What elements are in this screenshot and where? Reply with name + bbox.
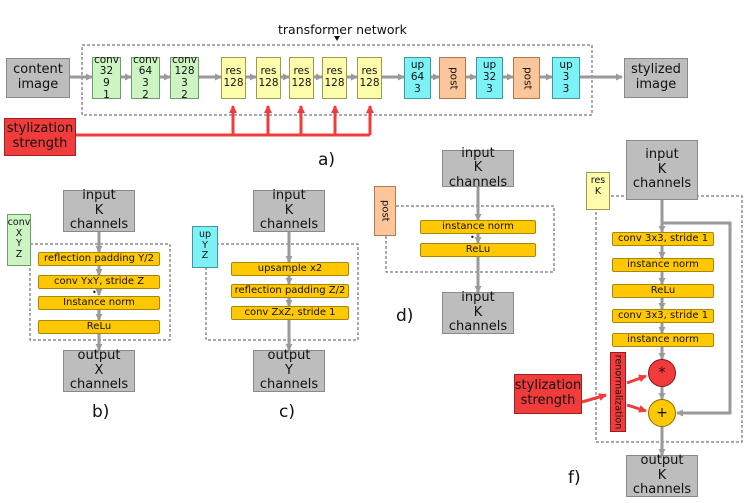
red-arrows	[76, 105, 647, 413]
d-step-0: instance norm	[420, 220, 536, 234]
c-input-box: input K channels	[253, 188, 325, 232]
pipeline-block-res-5: res 128	[289, 57, 314, 99]
pipeline-block-conv-2: conv 128 3 2	[170, 53, 199, 101]
b-step-3: ReLu	[38, 320, 160, 334]
d-input-box: input K channels	[442, 146, 514, 190]
transformer-frame	[81, 44, 593, 116]
pipeline-block-conv-0: conv 32 9 1	[92, 53, 121, 101]
pipeline-block-conv-1: conv 64 3 2	[131, 53, 160, 101]
multiply-node: *	[648, 359, 676, 387]
stylization-strength-box: stylization strength	[4, 118, 76, 156]
d-dot: •	[470, 233, 475, 242]
renormalization-box: renormalization	[610, 352, 626, 432]
arrow-f-skip	[662, 221, 732, 417]
b-step-1: conv YxY, stride Z	[38, 275, 160, 289]
c-output-box: output Y channels	[253, 348, 325, 392]
add-node: +	[648, 399, 676, 427]
pipeline-block-res-3: res 128	[221, 57, 246, 99]
b-input-box: input K channels	[63, 188, 135, 232]
red-arrow-renorm	[581, 393, 607, 404]
b-step-2: Instance norm	[38, 296, 160, 310]
c-step-0: upsample x2	[231, 262, 349, 276]
gray-arrows	[70, 73, 732, 456]
pipeline-block-res-6: res 128	[322, 57, 347, 99]
caption-f: f)	[568, 468, 581, 488]
stylized-image-box: stylized image	[624, 58, 688, 98]
red-arrow-add	[626, 403, 647, 413]
f-step-4: instance norm	[612, 333, 714, 347]
c-step-2: conv ZxZ, stride 1	[231, 306, 349, 320]
pipeline-block-up-8: up 64 3	[404, 57, 431, 99]
caption-b: b)	[92, 402, 110, 422]
d-output-box: input K channels	[442, 290, 514, 334]
d-step-1: ReLu	[420, 243, 536, 257]
red-arrow-mult	[626, 374, 647, 385]
pipeline-block-up-12: up 3 3	[552, 57, 580, 99]
pipeline-block-post-11: post	[513, 57, 540, 99]
transformer-label-tick	[334, 36, 340, 41]
pipeline-block-res-4: res 128	[256, 57, 281, 99]
transformer-label: transformer network	[278, 22, 407, 37]
renormalization-label: renormalization	[612, 354, 624, 430]
f-step-1: instance norm	[612, 258, 714, 272]
post-tag: post	[374, 186, 396, 236]
up-tag: up Y Z	[192, 226, 218, 268]
f-output-box: output K channels	[626, 453, 698, 497]
caption-d: d)	[396, 306, 414, 326]
b-output-box: output X channels	[63, 348, 135, 392]
f-strength-box: stylization strength	[514, 374, 582, 414]
pipeline-block-res-7: res 128	[357, 57, 382, 99]
f-step-0: conv 3x3, stride 1	[612, 232, 714, 246]
content-image-box: content image	[6, 58, 70, 98]
f-step-2: ReLu	[612, 284, 714, 298]
c-step-1: reflection padding Z/2	[231, 284, 349, 298]
caption-a: a)	[318, 150, 336, 170]
f-input-box: input K channels	[626, 140, 698, 200]
res-tag: res K	[586, 172, 610, 210]
frame-c	[205, 243, 359, 341]
conv-tag: conv X Y Z	[7, 214, 31, 266]
b-dot: •	[92, 288, 97, 297]
pipeline-block-up-10: up 32 3	[476, 57, 503, 99]
f-step-3: conv 3x3, stride 1	[612, 309, 714, 323]
pipeline-block-post-9: post	[439, 57, 466, 99]
caption-c: c)	[279, 402, 295, 422]
frame-d	[385, 205, 555, 273]
b-step-0: reflection padding Y/2	[38, 252, 160, 266]
